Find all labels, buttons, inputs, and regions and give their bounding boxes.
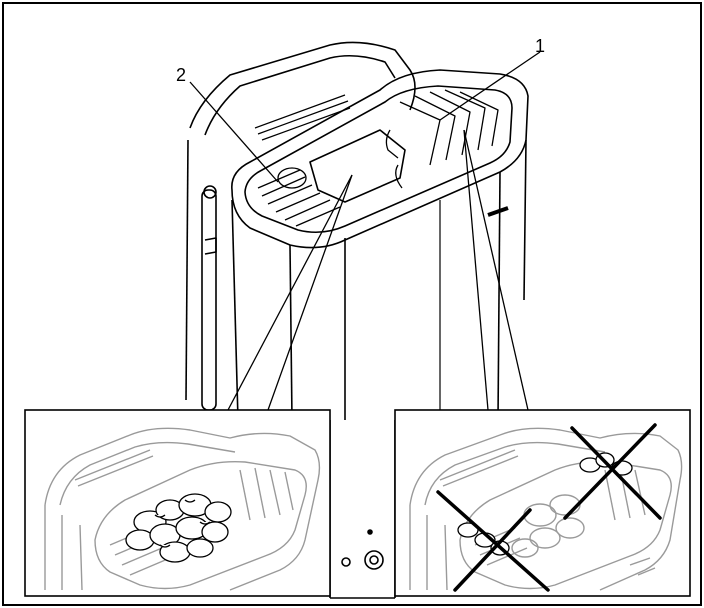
- pole-cap: [203, 185, 217, 199]
- leader-1: [439, 51, 541, 121]
- cross-out-x: [436, 423, 662, 592]
- cross-right-a: [570, 426, 662, 520]
- stones-correct: [125, 493, 232, 563]
- body-left-back: [185, 139, 189, 401]
- front-rim-inner: [244, 85, 513, 234]
- zoom-right-b: [463, 129, 529, 411]
- zoom-right-a: [463, 129, 489, 411]
- center-plate: [309, 129, 406, 203]
- left-inset-panel: [24, 409, 331, 597]
- leader-2: [189, 81, 279, 183]
- right-inset-rim: [409, 427, 683, 591]
- sauna-heater: [185, 41, 529, 599]
- callout-1: 1: [535, 36, 546, 56]
- control-knob: [364, 550, 384, 570]
- brand-badge: [487, 206, 509, 217]
- cross-left-a: [436, 490, 550, 592]
- right-inset-badge: [629, 557, 656, 576]
- side-pole: [201, 189, 217, 411]
- rear-rim: [189, 41, 416, 129]
- indicator-light: [341, 557, 351, 567]
- cross-right-b: [563, 423, 657, 520]
- left-grill: [257, 167, 341, 227]
- left-inset-rim: [44, 427, 321, 591]
- zoom-left-b: [267, 174, 353, 411]
- body-front-edge: [289, 244, 293, 421]
- cross-left-b: [453, 508, 532, 592]
- right-inset-panel: [394, 409, 691, 597]
- body-right-back: [523, 139, 527, 301]
- right-grill: [385, 89, 499, 189]
- rear-grill: [254, 94, 351, 141]
- body-left-front: [231, 199, 239, 421]
- pole-bracket: [204, 237, 217, 255]
- body-right-edge: [497, 171, 501, 421]
- callout-2: 2: [176, 65, 187, 85]
- leader-lines: [189, 51, 541, 411]
- left-inset-grill: [74, 449, 154, 487]
- rear-rim-inner: [204, 54, 396, 136]
- zoom-left-a: [227, 174, 353, 411]
